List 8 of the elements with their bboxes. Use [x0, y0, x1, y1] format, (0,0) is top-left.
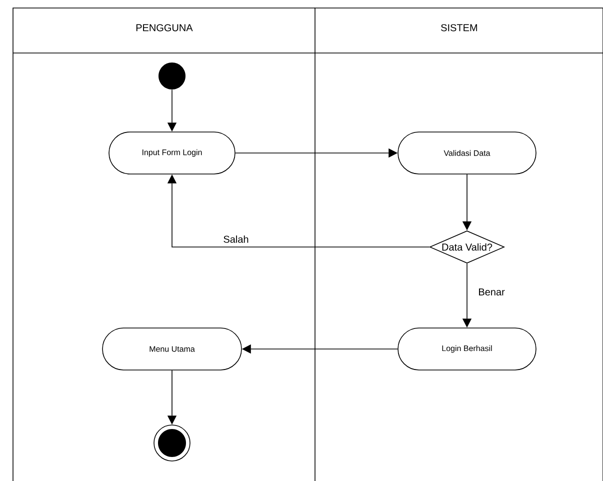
action-box: Input Form Login [108, 132, 236, 174]
initial-node [158, 62, 186, 90]
edge-label: Salah [222, 234, 250, 244]
final-node [154, 424, 190, 462]
edge-label: Benar [477, 288, 506, 296]
action-box: Login Berhasil [398, 328, 536, 370]
action-box: Menu Utama [102, 328, 242, 370]
action-box: Validasi Data [398, 132, 536, 174]
